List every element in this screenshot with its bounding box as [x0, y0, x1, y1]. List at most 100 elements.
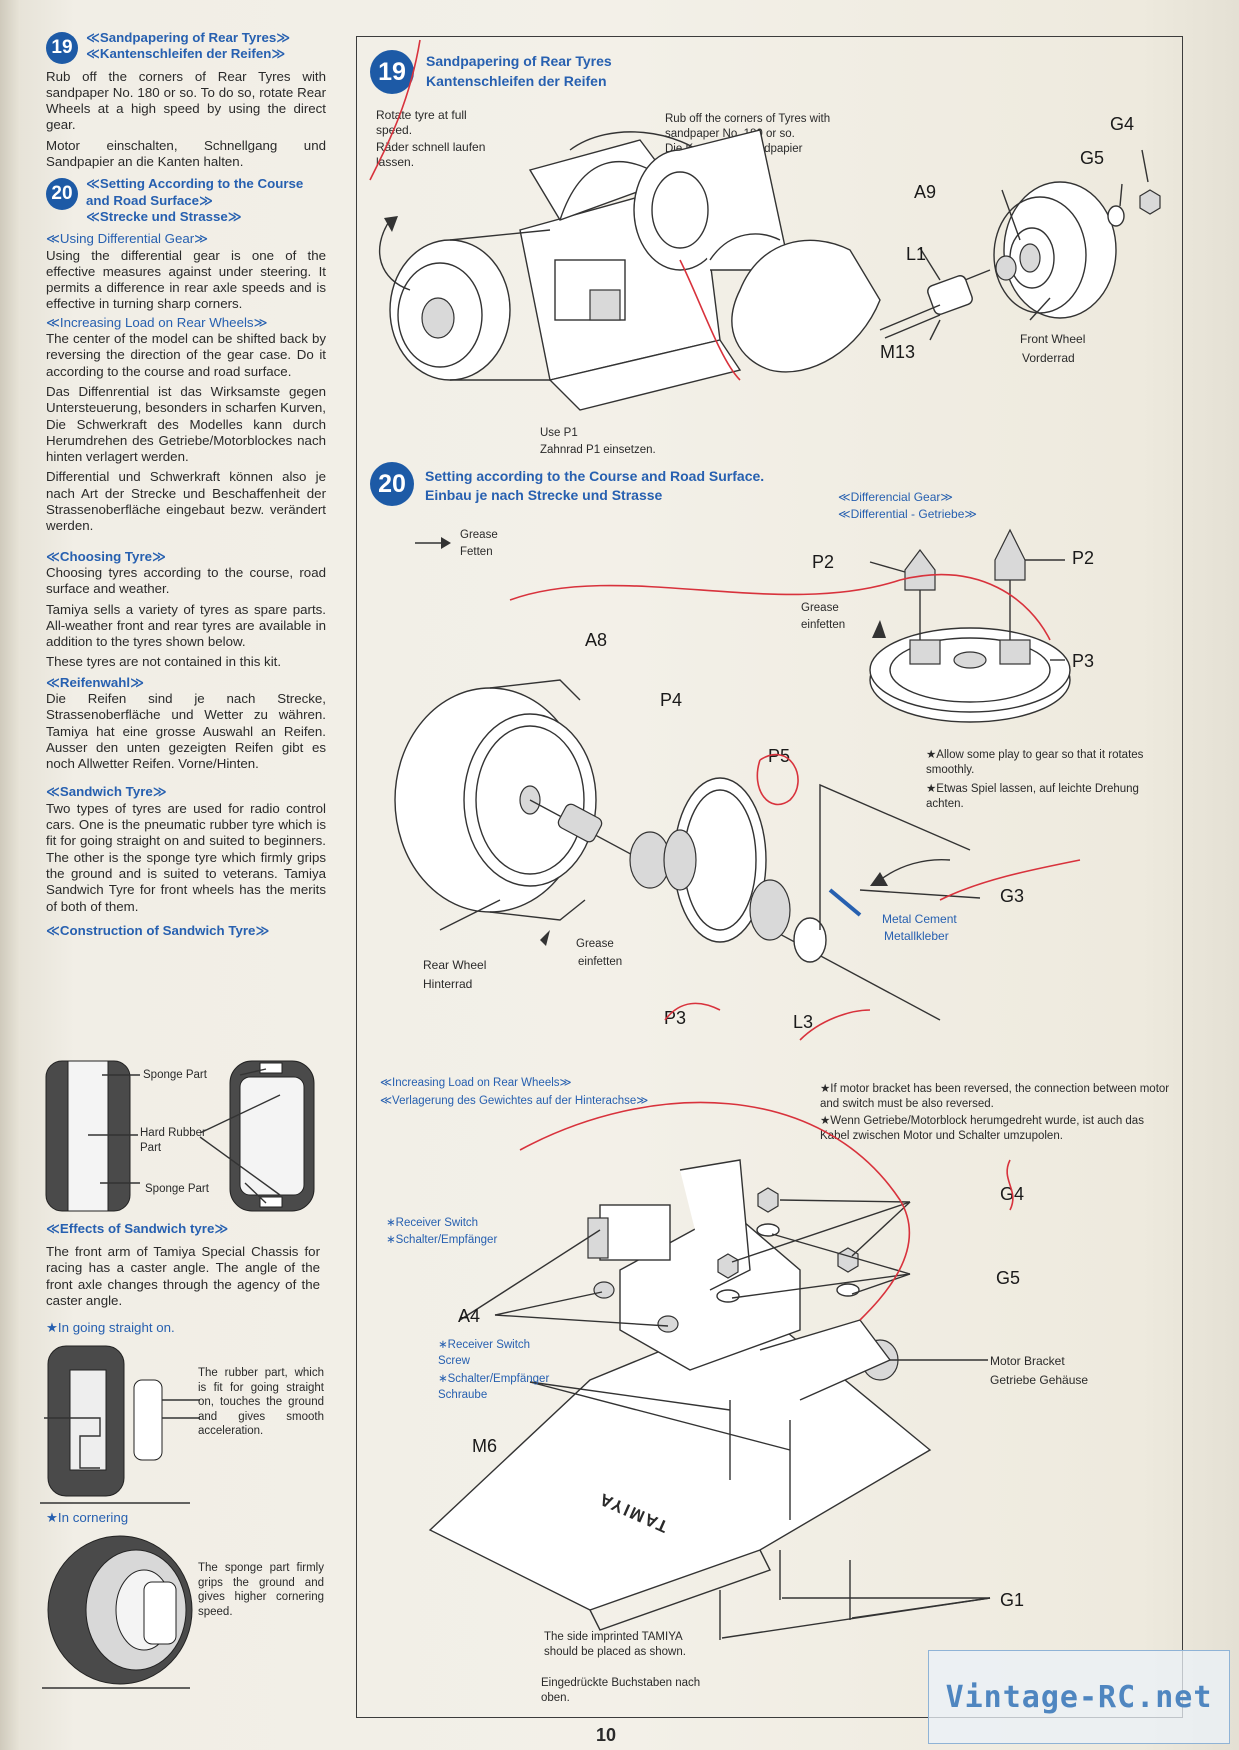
diff-getriebe-title: ≪Differential - Getriebe≫ [838, 507, 977, 521]
metal-cement-label: Metal Cement [882, 912, 957, 926]
label-p3-right: P3 [1072, 651, 1095, 671]
label-g5-top: G5 [1080, 148, 1105, 168]
de-text-1: Das Diffenrential ist das Wirksamste geg… [46, 383, 326, 465]
straight-title: ★In going straight on. [46, 1320, 175, 1335]
einfetten-label-3: einfetten [578, 956, 623, 968]
allow-play-de: ★Etwas Spiel lassen, auf leichte Drehung… [926, 783, 1139, 810]
label-sponge-bottom: Sponge Part [145, 1183, 209, 1195]
rs-screw-1: ∗Receiver Switch [438, 1339, 531, 1351]
cornering-text: The sponge part firmly grips the ground … [198, 1562, 324, 1618]
using-diff-title: ≪Using Differential Gear≫ [46, 231, 209, 247]
right-step-19-title-de: Kantenschleifen der Reifen [426, 73, 607, 89]
step-20-title-en-2: and Road Surface≫ [86, 192, 213, 208]
page-binding-shadow [0, 0, 20, 1750]
rub-off-en: Rub off the corners of Tyres with sandpa… [665, 113, 831, 140]
load-title-en: ≪Increasing Load on Rear Wheels≫ [380, 1077, 572, 1089]
step-19-title-de: ≪Kantenschleifen der Reifen≫ [86, 46, 286, 62]
step-19-text-en: Rub off the corners of Rear Tyres with s… [46, 68, 326, 133]
grease-label-3: Grease [576, 938, 614, 950]
front-wheel-label: Front Wheel [1020, 332, 1086, 346]
label-a8: A8 [585, 630, 608, 650]
instruction-frame [356, 36, 1183, 1718]
label-a4: A4 [458, 1306, 481, 1326]
label-g4-top: G4 [1110, 114, 1135, 134]
label-hard-rubber-1: Hard Rubber [140, 1127, 206, 1139]
differential-gear-diagram [869, 528, 1071, 723]
rear-wheel-label: Rear Wheel [423, 958, 487, 972]
load-title-de: ≪Verlagerung des Gewichtes auf der Hinte… [380, 1095, 649, 1107]
choosing-text-3: These tyres are not contained in this ki… [46, 654, 282, 670]
label-p2-right: P2 [1072, 548, 1095, 568]
de-text-2: Differential und Schwerkraft können also… [46, 469, 326, 534]
metallkleber-label: Metallkleber [884, 929, 949, 943]
step-19-title-en: ≪Sandpapering of Rear Tyres≫ [86, 30, 291, 45]
schalter-schraube-1: ∗Schalter/Empfänger [438, 1373, 550, 1385]
sandpaper-rear-tyre-diagram [379, 129, 881, 411]
step-19-badge: 19 [46, 32, 78, 64]
label-sponge-top: Sponge Part [143, 1069, 207, 1081]
label-p2-left: P2 [812, 552, 835, 572]
zahnrad-text: Zahnrad P1 einsetzen. [540, 444, 656, 456]
divider-line [40, 1502, 190, 1504]
hinterrad-label: Hinterrad [423, 977, 473, 991]
schalter-schraube-2: Schraube [438, 1389, 488, 1401]
watermark-logo: Vintage-RC.net [928, 1650, 1230, 1744]
left-column: 19 ≪Sandpapering of Rear Tyres≫ ≪Kantens… [46, 30, 326, 939]
chassis-motor-bracket-diagram [428, 1159, 991, 1640]
using-diff-text: Using the differential gear is one of th… [46, 247, 326, 312]
label-g1: G1 [1000, 1590, 1025, 1610]
left-step-19-heading: 19 ≪Sandpapering of Rear Tyres≫ ≪Kantens… [46, 30, 326, 64]
sandwich-tyre-construction-diagram [45, 1060, 315, 1212]
choosing-text-2: Tamiya sells a variety of tyres as spare… [46, 601, 326, 650]
label-a9: A9 [914, 182, 937, 202]
choosing-tyre-title: ≪Choosing Tyre≫ [46, 548, 166, 564]
step-19-text-de: Motor einschalten, Schnellgang und Sandp… [46, 137, 326, 170]
step-20-title-en-1: ≪Setting According to the Course [86, 176, 304, 192]
right-step-19-title-en: Sandpapering of Rear Tyres [426, 53, 612, 69]
choosing-text-1: Choosing tyres according to the course, … [46, 564, 326, 597]
right-step-20-title-en: Setting according to the Course and Road… [425, 468, 765, 484]
grease-arrow-icon [415, 537, 451, 549]
cornering-title: ★In cornering [46, 1510, 129, 1525]
diff-gear-title: ≪Differencial Gear≫ [838, 490, 953, 504]
label-m13: M13 [880, 342, 916, 362]
label-hard-rubber-2: Part [140, 1142, 162, 1154]
side-note-de: Eingedrückte Buchstaben nach oben. [541, 1677, 701, 1704]
grease-label-2: Grease [801, 602, 839, 614]
effects-title: ≪Effects of Sandwich tyre≫ [46, 1221, 229, 1236]
watermark-text: Vintage-RC.net [945, 1679, 1213, 1715]
use-p1-text: Use P1 [540, 427, 578, 439]
label-g3: G3 [1000, 886, 1025, 906]
label-g5-bottom: G5 [996, 1268, 1021, 1288]
rs-screw-2: Screw [438, 1355, 470, 1367]
vorderrad-label: Vorderrad [1022, 351, 1075, 365]
effects-text: The front arm of Tamiya Special Chassis … [46, 1244, 320, 1308]
straight-text: The rubber part, which is fit for going … [198, 1367, 324, 1437]
fetten-label: Fetten [460, 546, 493, 558]
rear-axle-assembly-diagram [394, 679, 981, 1021]
right-step-20-badge: 20 [370, 462, 414, 506]
label-p5: P5 [768, 746, 791, 766]
step-20-title-de: ≪Strecke und Strasse≫ [86, 208, 242, 224]
allow-play-en: ★Allow some play to gear so that it rota… [926, 749, 1144, 776]
right-step-19-badge: 19 [370, 50, 414, 94]
side-note-en: The side imprinted TAMIYA should be plac… [544, 1631, 686, 1658]
step-20-badge: 20 [46, 178, 78, 211]
motor-bracket-note-de: ★Wenn Getriebe/Motorblock herumgedreht w… [820, 1115, 1144, 1142]
label-m6: M6 [472, 1436, 498, 1456]
construction-title: ≪Construction of Sandwich Tyre≫ [46, 922, 270, 938]
receiver-switch-label: ∗Receiver Switch [386, 1217, 479, 1229]
label-l3: L3 [793, 1012, 814, 1032]
cornering-diagram [42, 1535, 193, 1689]
label-l1: L1 [906, 244, 927, 264]
inc-load-title: ≪Increasing Load on Rear Wheels≫ [46, 314, 268, 330]
front-wheel-assembly-diagram [879, 149, 1161, 341]
schalter-label: ∗Schalter/Empfänger [386, 1234, 498, 1246]
grease-label-1: Grease [460, 529, 498, 541]
left-step-20-heading: 20 ≪Setting According to the Course and … [46, 176, 326, 225]
sandwich-tyre-text: Two types of tyres are used for radio co… [46, 800, 326, 914]
inc-load-text: The center of the model can be shifted b… [46, 331, 326, 379]
motor-bracket-label: Motor Bracket [990, 1354, 1065, 1368]
right-step-20-title-de: Einbau je nach Strecke und Strasse [425, 487, 663, 503]
